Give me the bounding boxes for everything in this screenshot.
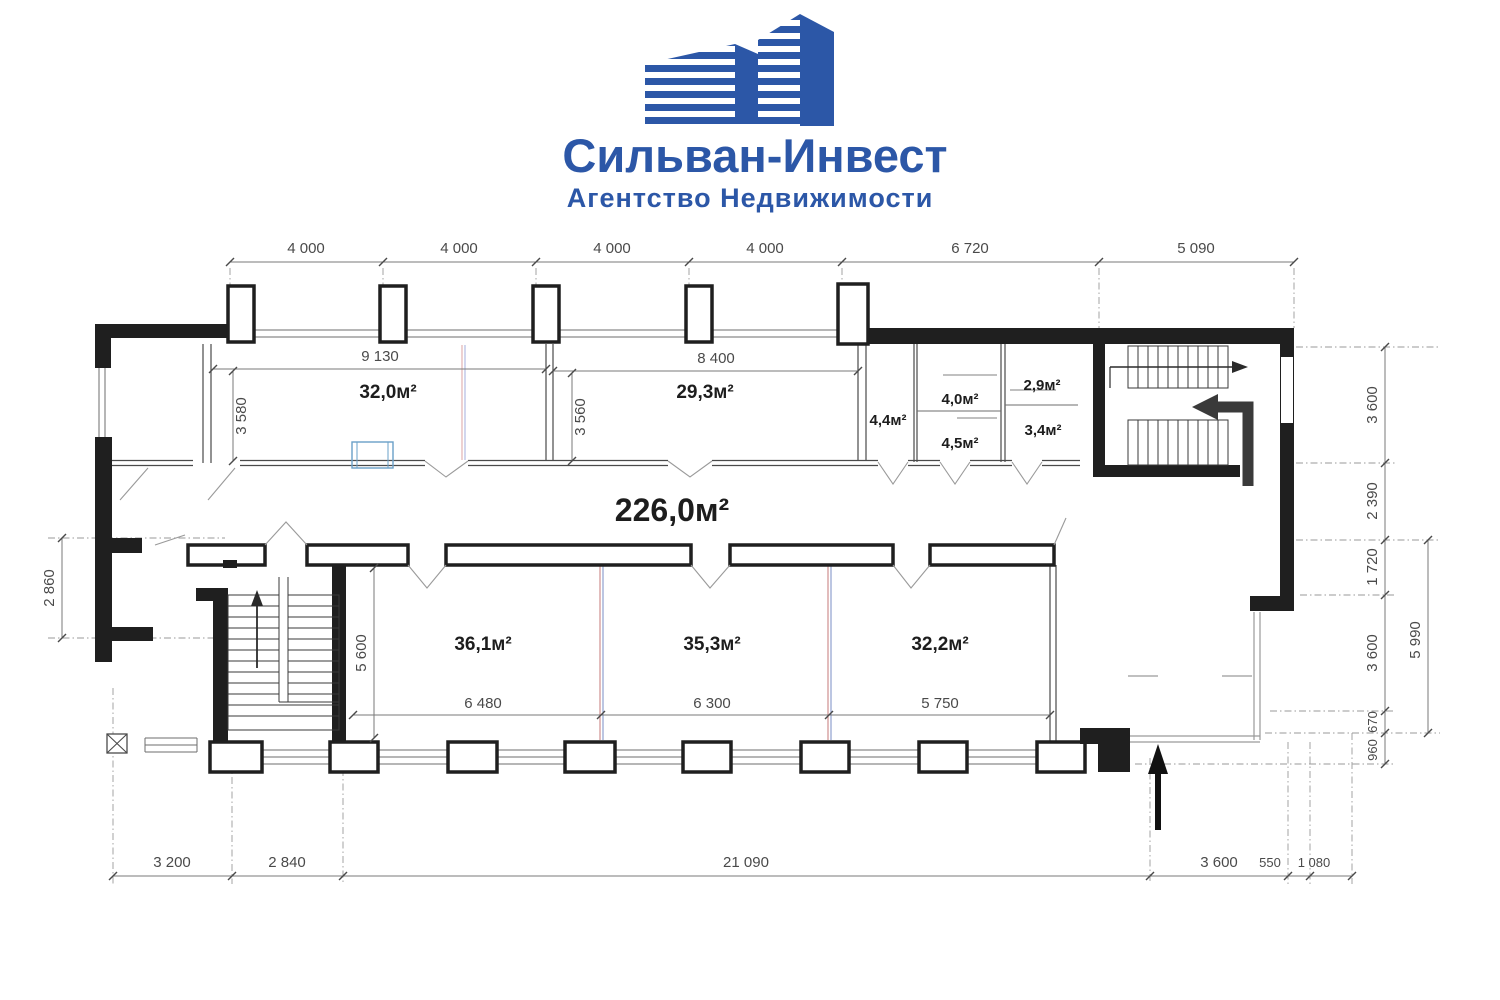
dim-room1-depth: 3 580 [233,397,250,435]
buildings-icon [645,14,834,126]
room-area-5: 4,5м² [942,435,979,452]
shaft-symbol [106,733,128,754]
corridor-wall [186,543,1056,568]
dim-top-2: 4 000 [440,240,478,257]
dim-room1-width: 9 130 [361,348,399,365]
dim-top-1: 4 000 [287,240,325,257]
dim-bottom-6: 1 080 [1298,855,1331,870]
dim-lower-3: 5 750 [921,695,959,712]
dimension-labels: 4 000 4 000 4 000 4 000 6 720 5 090 9 13… [41,240,1424,871]
total-area: 226,0м² [615,492,729,528]
dim-right-5: 670 [1365,711,1380,733]
dimension-lines [57,257,1433,881]
logo-title: Сильван-Инвест [562,129,947,182]
room-area-7: 3,4м² [1025,422,1062,439]
room-labels: 32,0м² 29,3м² 4,4м² 4,0м² 4,5м² 2,9м² 3,… [359,377,1061,655]
dim-top-5: 6 720 [951,240,989,257]
room-area-8: 36,1м² [454,634,511,655]
dim-top-3: 4 000 [593,240,631,257]
bottom-wall [208,728,1130,774]
bottom-windows [262,749,1037,765]
fixture-box [351,441,394,469]
room-area-3: 4,4м² [870,412,907,429]
dim-lower-1: 6 480 [464,695,502,712]
dim-right-total: 5 990 [1407,621,1424,659]
dim-top-4: 4 000 [746,240,784,257]
stair-up-arrow-2 [251,590,263,668]
room-area-10: 32,2м² [911,634,968,655]
door-swings [119,460,1067,589]
interior-partitions [98,344,1080,742]
dim-hall-depth: 5 600 [353,634,370,672]
columns [226,282,870,346]
dim-bottom-3: 21 090 [723,854,769,871]
stair-up-arrow [1109,361,1248,388]
room-area-2: 29,3м² [676,382,733,403]
room-area-6: 2,9м² [1024,377,1061,394]
dim-bottom-4: 3 600 [1200,854,1238,871]
entrance-arrow [1148,744,1168,830]
logo-subtitle: Агентство Недвижимости [567,183,934,213]
dim-top-6: 5 090 [1177,240,1215,257]
entry-steps [144,737,198,753]
stair-down-arrow [1192,394,1254,486]
dim-right-4: 3 600 [1364,634,1381,672]
dim-room2-width: 8 400 [697,350,735,367]
dim-room2-depth: 3 560 [572,398,589,436]
walls [95,282,1294,774]
dim-right-1: 3 600 [1364,386,1381,424]
dim-lower-2: 6 300 [693,695,731,712]
room-area-4: 4,0м² [942,391,979,408]
dim-bottom-1: 3 200 [153,854,191,871]
dim-right-2: 2 390 [1364,482,1381,520]
extension-lines [48,268,1440,884]
dim-bottom-5: 550 [1259,855,1281,870]
stairs-bottom-left [227,577,340,731]
logo: Сильван-Инвест Агентство Недвижимости [562,14,948,213]
porch [1128,612,1261,743]
stairs-top-right [1109,345,1254,486]
dim-left: 2 860 [41,569,58,607]
dim-bottom-2: 2 840 [268,854,306,871]
top-rooms-bottom-partition [112,459,1080,467]
dim-right-3: 1 720 [1364,548,1381,586]
room-area-1: 32,0м² [359,382,416,403]
room-area-9: 35,3м² [683,634,740,655]
dim-right-6: 960 [1365,739,1380,761]
